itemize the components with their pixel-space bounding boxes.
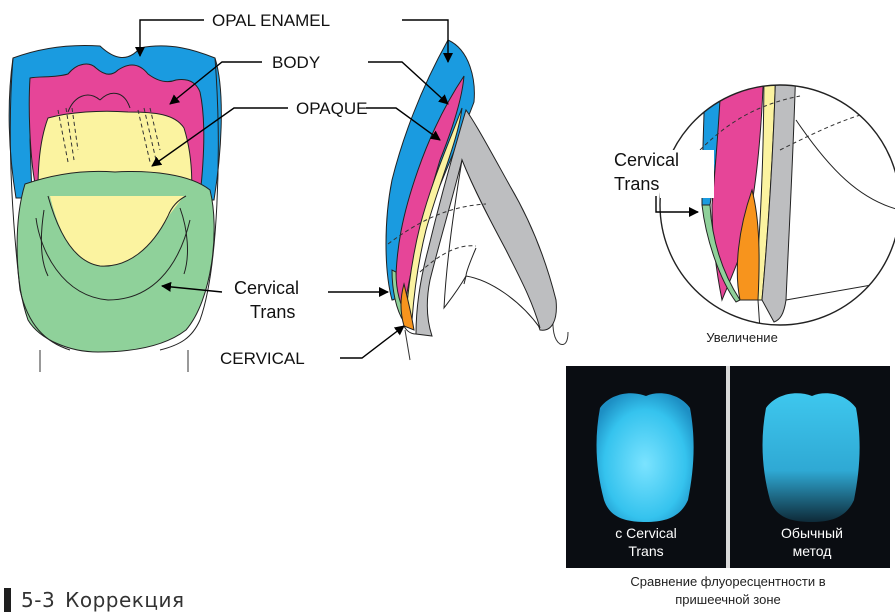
photo-tooth-left [597,393,694,522]
label-cervical-trans-1: Cervical [234,278,299,298]
magnified-view: Cervical Trans Увеличение [614,60,895,345]
mag-label-cervical-trans-1: Cervical [614,150,679,170]
fluorescence-photo: с Cervical Trans Обычный метод Сравнение… [566,366,890,607]
photo-tooth-right [763,393,860,522]
photo-divider [726,366,730,568]
photo-caption-1: Сравнение флуоресцентности в [630,574,825,589]
section-title: Коррекция [65,588,184,612]
front-view-tooth [9,46,221,373]
photo-left-label-1: с Cervical [615,525,676,541]
section-number: 5-3 [21,588,55,612]
mag-caption: Увеличение [706,330,778,345]
photo-left-label-2: Trans [628,543,663,559]
photo-caption-2: пришеечной зоне [675,592,781,607]
photo-right-label-1: Обычный [781,525,843,541]
mag-label-cervical-trans-2: Trans [614,174,659,194]
section-bar [4,588,11,612]
side-view-tooth [386,40,568,360]
cervical-arrow [340,326,404,358]
label-opal-enamel: OPAL ENAMEL [212,11,330,30]
label-cervical-trans-2: Trans [250,302,295,322]
front-root-outline [40,350,188,372]
photo-right-label-2: метод [793,543,832,559]
label-opaque: OPAQUE [296,99,367,118]
label-body: BODY [272,53,320,72]
label-cervical: CERVICAL [220,349,305,368]
section-heading: 5-3 Коррекция [4,588,185,612]
